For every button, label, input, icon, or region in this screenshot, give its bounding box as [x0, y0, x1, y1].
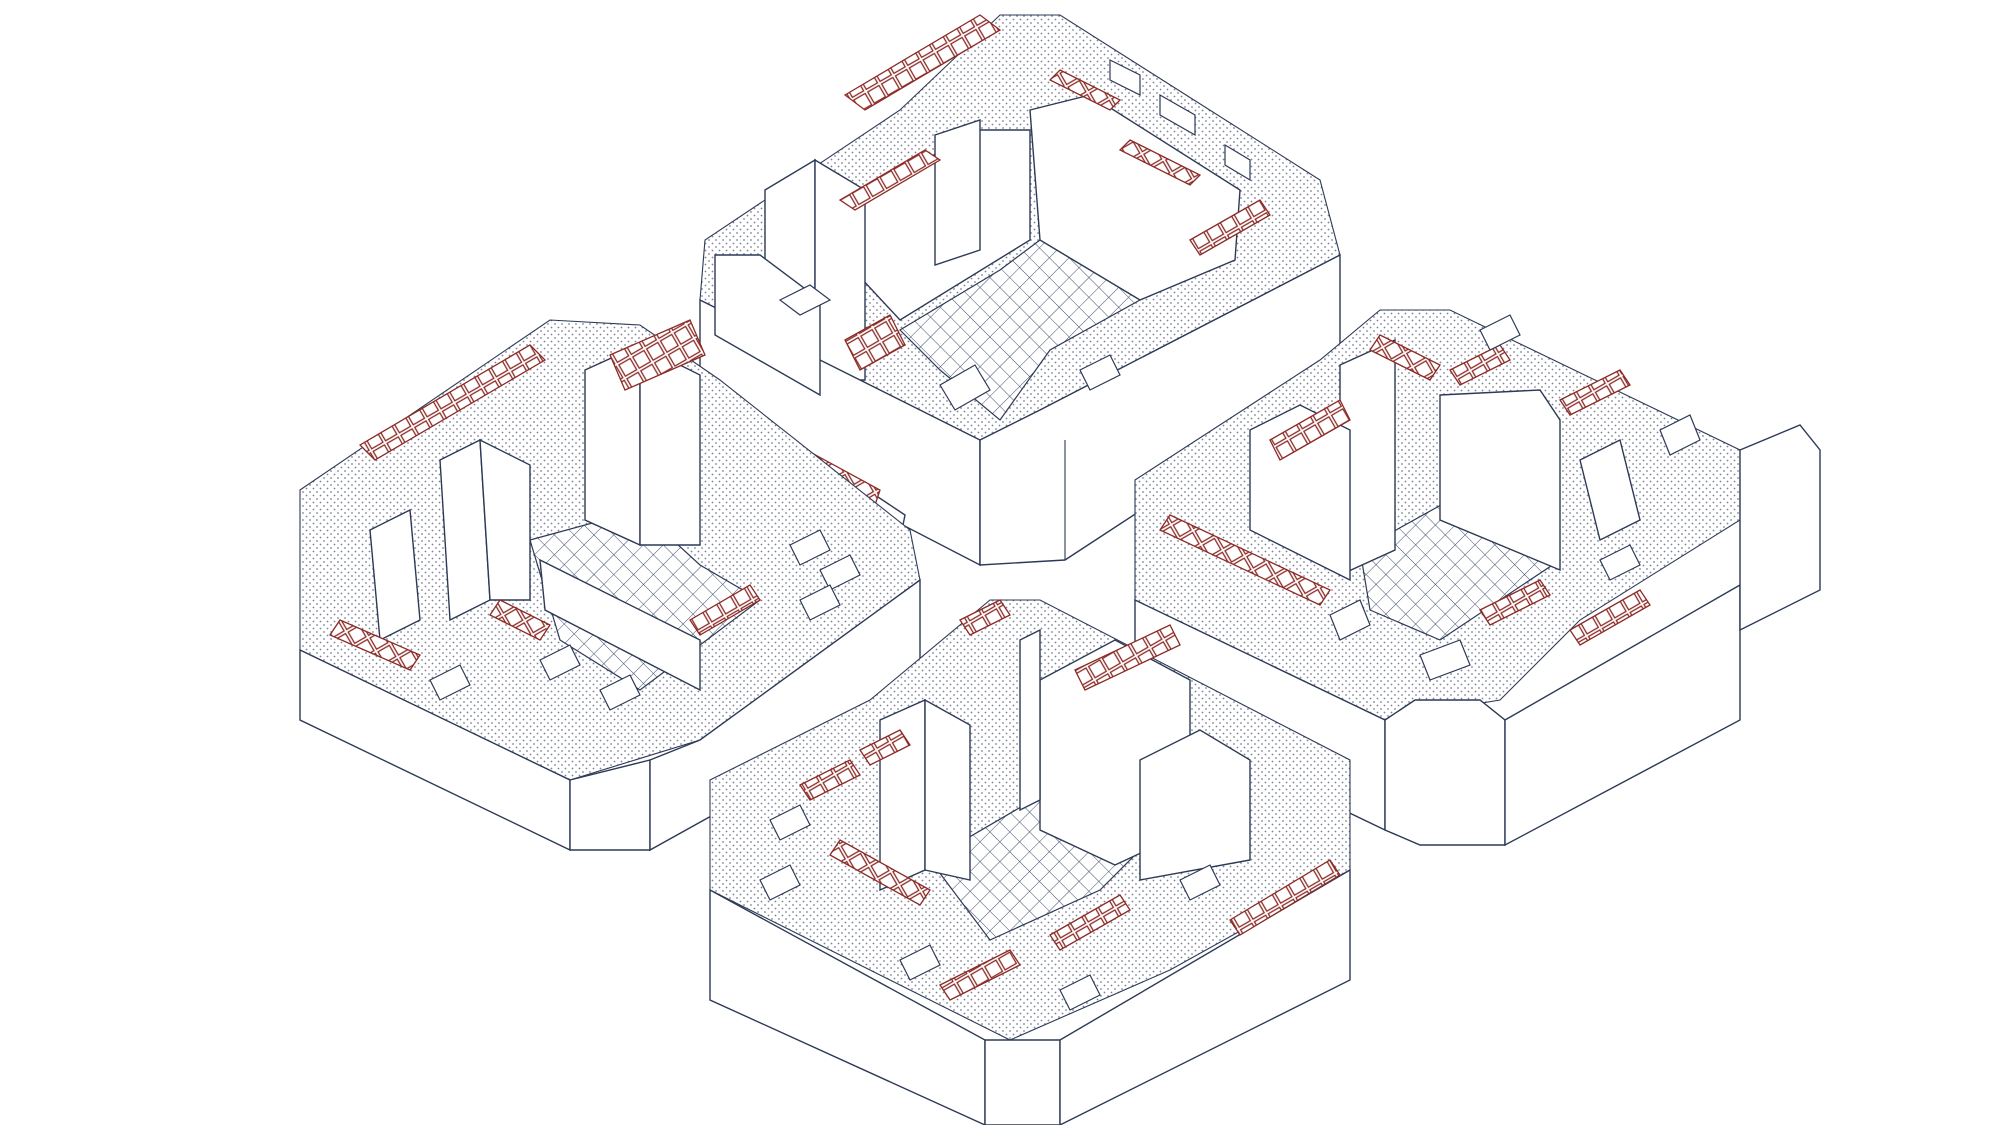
west-rooftop-units	[429, 529, 861, 711]
east-tower-c	[1439, 389, 1561, 572]
south-wall-left	[709, 888, 986, 1125]
north-tower-c	[934, 119, 981, 266]
west-solar-1	[358, 344, 547, 461]
east-wall-curve	[1384, 699, 1506, 846]
south-solar-8	[959, 599, 1011, 636]
east-solar-6	[1569, 589, 1651, 646]
south-solar-2	[1229, 859, 1341, 936]
west-tower-e	[369, 508, 421, 642]
east-wall-tall	[1739, 424, 1821, 632]
north-solar-1	[843, 14, 1002, 111]
east-solar-3	[1369, 334, 1441, 381]
north-rooftop-units	[778, 59, 1251, 411]
west-tower-d	[479, 438, 531, 601]
south-tower-b	[924, 698, 971, 881]
east-solar-2	[1159, 514, 1331, 606]
block-east	[1134, 309, 1821, 847]
south-solar-3	[829, 839, 931, 906]
south-solar-rows	[799, 599, 1341, 1001]
south-solar-6	[939, 949, 1021, 1001]
north-solar-2	[838, 149, 942, 211]
south-wall-front	[984, 1039, 1061, 1125]
north-solar-5	[1189, 199, 1271, 256]
east-solar-5	[1559, 369, 1631, 416]
east-solar-1	[1269, 399, 1351, 461]
east-rooftop-units	[1329, 314, 1701, 681]
west-solar-4	[689, 584, 761, 636]
south-tower-d	[1139, 729, 1251, 881]
north-solar-4	[1118, 139, 1202, 186]
west-inner-wall	[539, 558, 701, 692]
south-solar-5	[859, 729, 911, 766]
south-tower-a	[879, 698, 926, 892]
north-solar-3	[1048, 69, 1122, 111]
block-south	[709, 599, 1351, 1125]
east-wall-right	[1504, 583, 1741, 847]
north-solar-6	[844, 314, 906, 371]
south-rooftop-units	[759, 804, 1221, 1011]
south-tower-e	[1019, 628, 1041, 812]
west-solar-2	[609, 319, 706, 391]
west-solar-rows	[329, 319, 761, 671]
east-tower-d	[1579, 438, 1641, 542]
south-solar-1	[1074, 624, 1181, 691]
west-solar-3	[329, 619, 421, 671]
east-solar-4	[1449, 344, 1511, 386]
south-solar-4	[799, 759, 861, 801]
west-solar-5	[489, 599, 551, 641]
east-solar-7	[1479, 579, 1551, 626]
north-west-tower	[714, 254, 821, 397]
south-solar-7	[1049, 894, 1131, 951]
east-solar-rows	[1159, 334, 1651, 646]
